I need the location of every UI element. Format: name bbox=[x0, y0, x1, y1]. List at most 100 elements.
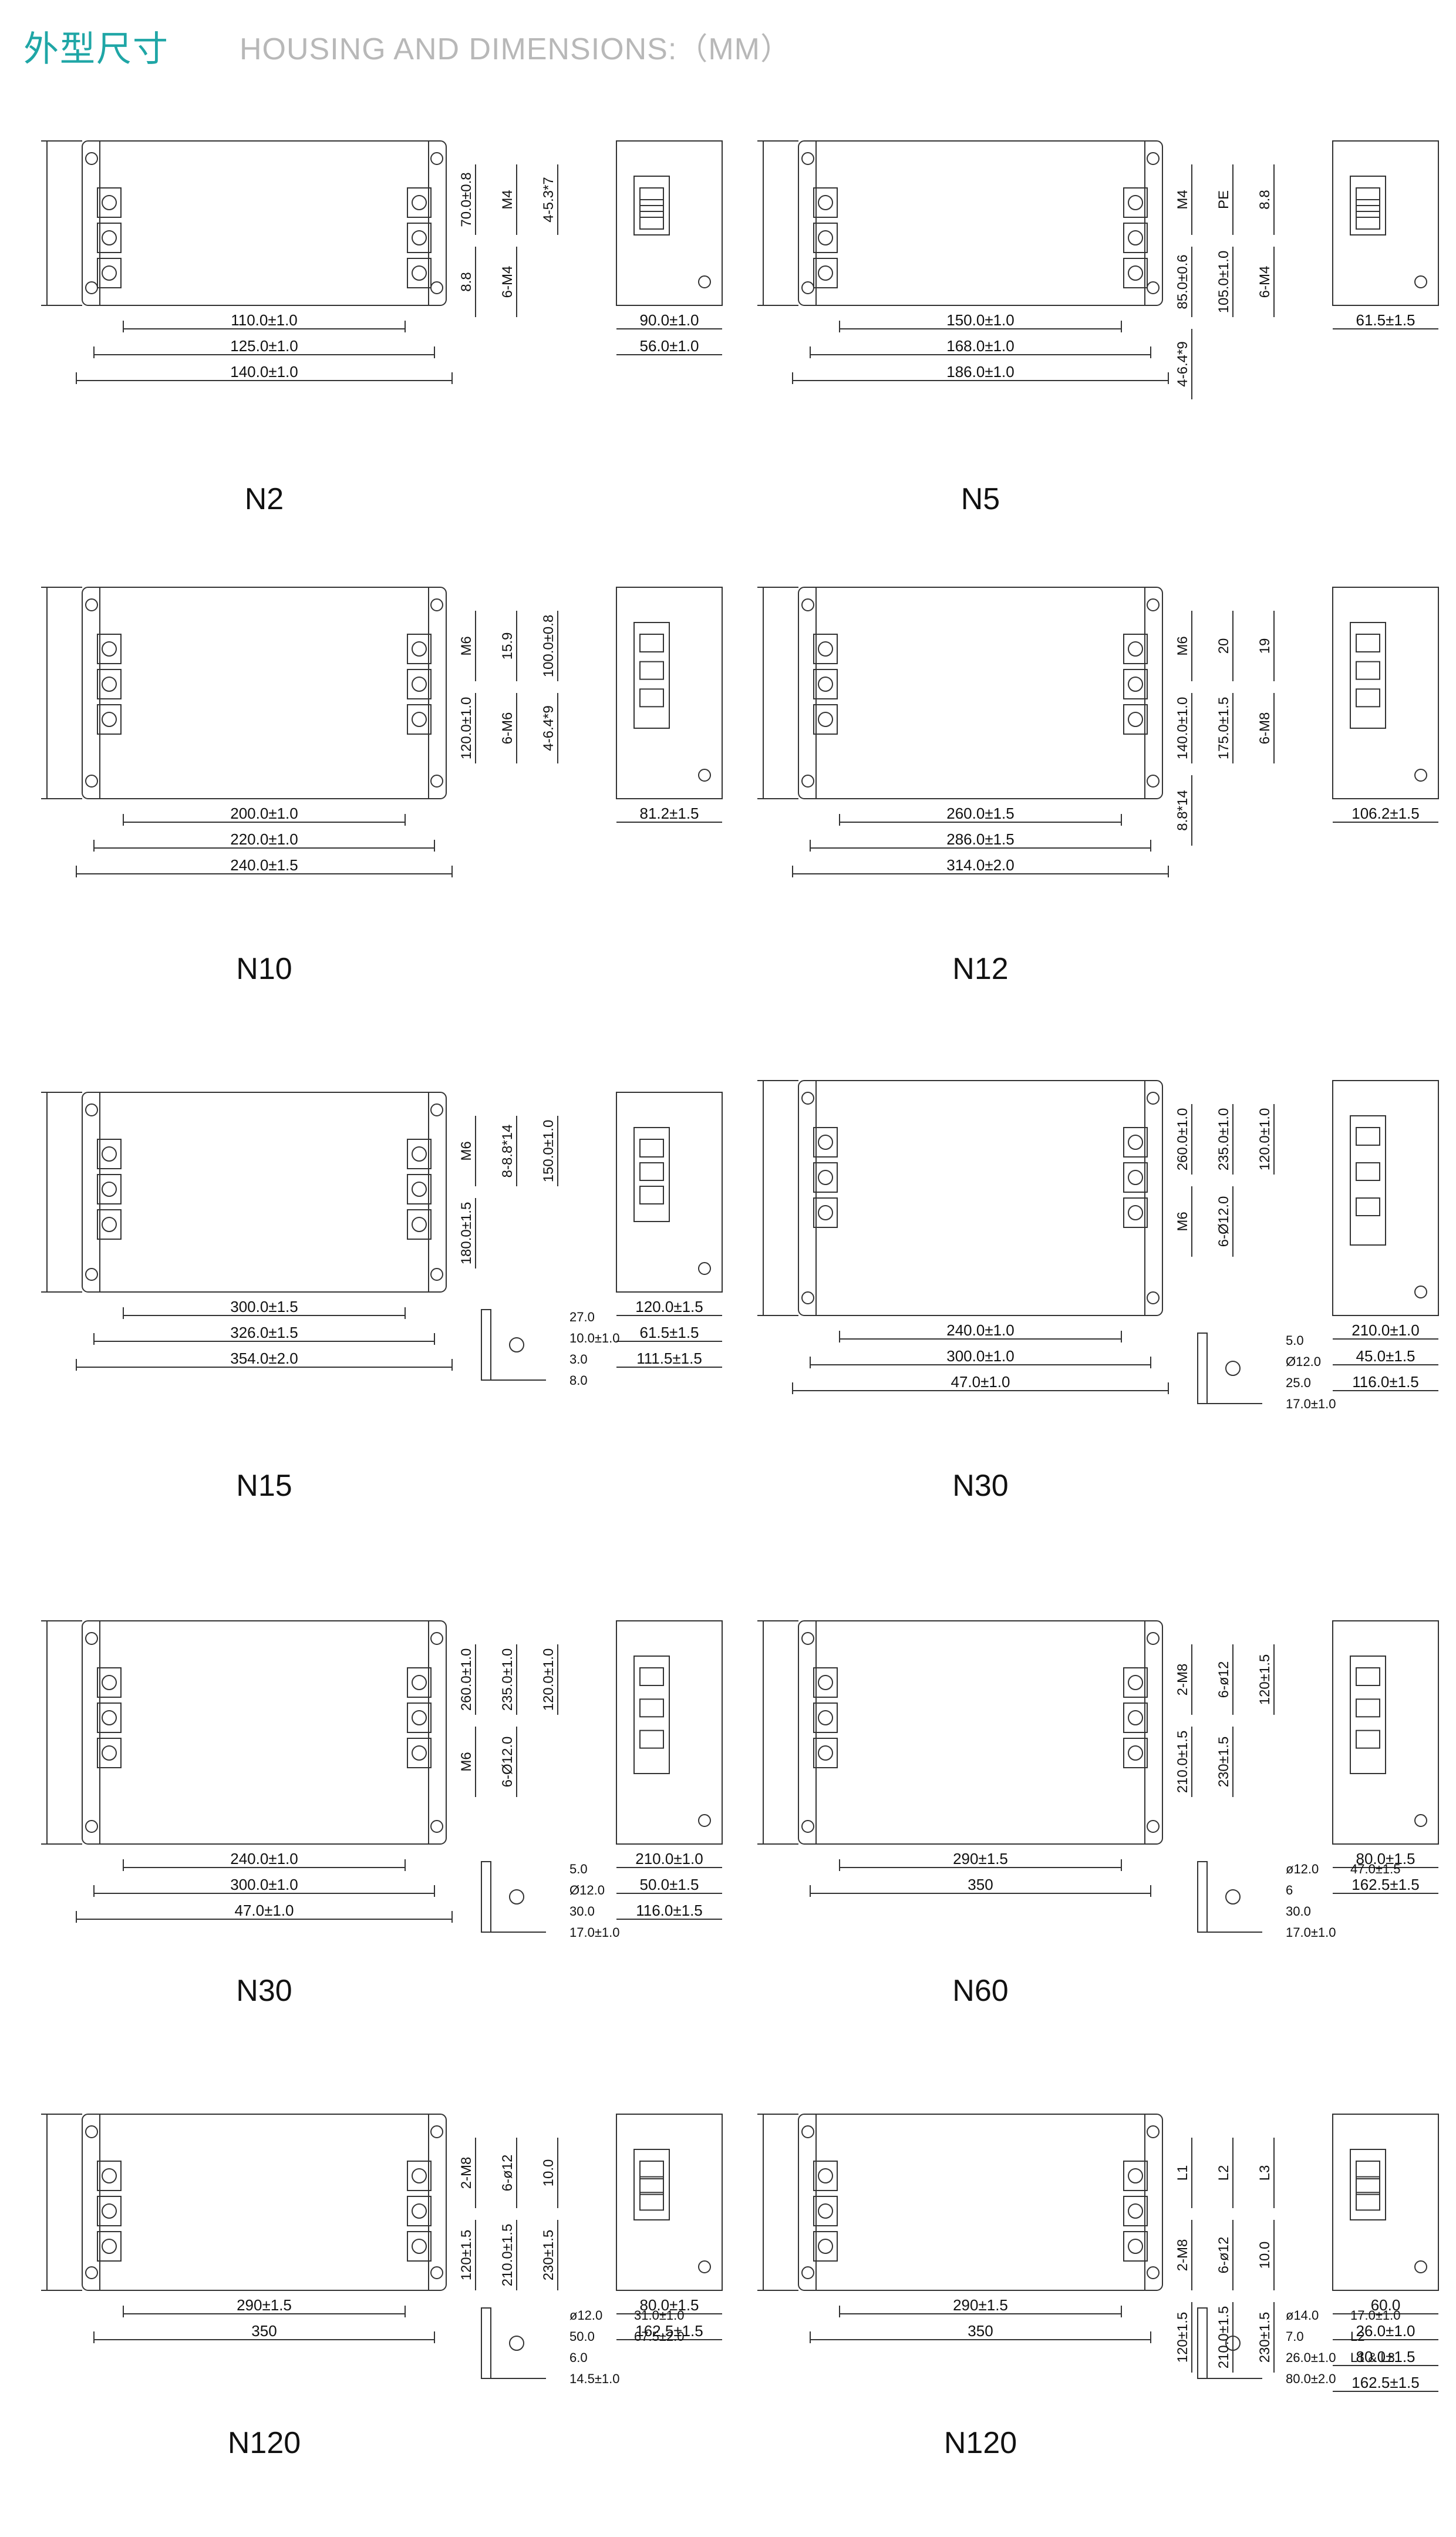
dimension-label: 175.0±1.5 bbox=[1216, 697, 1232, 760]
dimension-label: 140.0±1.0 bbox=[1175, 697, 1191, 760]
dimension-label: 106.2±1.5 bbox=[1351, 805, 1419, 822]
dimension-label: 290±1.5 bbox=[953, 1850, 1008, 1868]
dimension-label: 6-Ø12.0 bbox=[1216, 1196, 1232, 1247]
dimension-label: M6 bbox=[459, 1141, 474, 1160]
dimension-label: 5.0 bbox=[569, 1862, 588, 1876]
dimension-label: 314.0±2.0 bbox=[946, 856, 1014, 874]
dimension-label: 81.2±1.5 bbox=[639, 805, 699, 822]
dimension-label: 240.0±1.0 bbox=[946, 1321, 1014, 1339]
dimension-label: 240.0±1.5 bbox=[230, 856, 298, 874]
dimension-label: 47.0±1.0 bbox=[951, 1373, 1010, 1391]
header-title-en: HOUSING AND DIMENSIONS:（MM） bbox=[240, 32, 791, 66]
dimension-label: 26.0±1.0 bbox=[1356, 2322, 1415, 2340]
dimension-label: 80.0±1.5 bbox=[639, 2296, 699, 2314]
dimension-label: 80.0±1.5 bbox=[1356, 2348, 1415, 2366]
dimension-label: 6 bbox=[1286, 1883, 1293, 1897]
dimension-label: 6-M4 bbox=[1257, 266, 1273, 298]
dimension-label: 47.0±1.0 bbox=[234, 1902, 294, 1919]
dimension-label: M6 bbox=[459, 1752, 474, 1771]
dimension-label: 10.0±1.0 bbox=[569, 1331, 619, 1345]
dimension-label: 14.5±1.0 bbox=[569, 2371, 619, 2386]
dimension-label: 70.0±0.8 bbox=[459, 172, 474, 227]
dimension-label: Ø12.0 bbox=[569, 1883, 605, 1897]
dimension-label: 47.0±1.5 bbox=[1350, 1862, 1400, 1876]
model-label: N30 bbox=[236, 1974, 292, 2008]
dimension-label: 168.0±1.0 bbox=[946, 337, 1014, 355]
dimension-label: 116.0±1.5 bbox=[636, 1902, 703, 1919]
dimension-label: 230±1.5 bbox=[541, 2230, 557, 2281]
dimension-label: 67.5±2.0 bbox=[634, 2329, 684, 2344]
dimension-label: 60.0 bbox=[1371, 2296, 1401, 2314]
dimension-label: 180.0±1.5 bbox=[459, 1202, 474, 1265]
dimension-label: 120.0±1.0 bbox=[459, 697, 474, 760]
dimension-label: 235.0±1.0 bbox=[1216, 1108, 1232, 1171]
dimension-label: 4-6.4*9 bbox=[1175, 341, 1191, 386]
model-label: N10 bbox=[236, 952, 292, 986]
dimension-label: ø12.0 bbox=[1286, 1862, 1319, 1876]
dimension-label: 290±1.5 bbox=[237, 2296, 292, 2314]
dimension-label: 220.0±1.0 bbox=[230, 830, 298, 848]
dimension-label: 6-ø12 bbox=[1216, 2237, 1232, 2274]
dimension-label: 186.0±1.0 bbox=[946, 363, 1014, 381]
dimension-label: 6-M4 bbox=[500, 266, 515, 298]
dimension-label: 354.0±2.0 bbox=[230, 1350, 298, 1367]
dimension-label: 210.0±1.0 bbox=[635, 1850, 703, 1868]
dimension-label: 45.0±1.5 bbox=[1356, 1347, 1415, 1365]
dimension-label: 125.0±1.0 bbox=[230, 337, 298, 355]
dimension-label: 2-M8 bbox=[1175, 1664, 1191, 1696]
dimension-label: 10.0 bbox=[1257, 2242, 1273, 2269]
dimension-label: L2 bbox=[1216, 2165, 1232, 2181]
dimension-label: 350 bbox=[968, 1876, 993, 1893]
model-label: N15 bbox=[236, 1469, 292, 1503]
dimension-label: 290±1.5 bbox=[953, 2296, 1008, 2314]
dimension-label: L1 & L3 bbox=[1350, 2350, 1395, 2365]
dimension-label: 4-6.4*9 bbox=[541, 705, 557, 751]
dimension-label: 210.0±1.5 bbox=[500, 2224, 515, 2287]
dimension-label: 25.0 bbox=[1286, 1375, 1311, 1390]
dimension-label: 120.0±1.0 bbox=[541, 1648, 557, 1711]
dimension-label: 8.8 bbox=[459, 272, 474, 291]
dimension-label: 6-Ø12.0 bbox=[500, 1737, 515, 1788]
dimension-label: 326.0±1.5 bbox=[230, 1324, 298, 1341]
dimension-label: 300.0±1.0 bbox=[946, 1347, 1014, 1365]
dimension-label: 5.0 bbox=[1286, 1333, 1304, 1348]
dimension-label: M4 bbox=[500, 190, 515, 209]
dimension-label: M6 bbox=[1175, 1212, 1191, 1231]
dimension-label: 80.0±1.5 bbox=[1356, 1850, 1415, 1868]
model-label: N60 bbox=[952, 1974, 1009, 2008]
model-label: N12 bbox=[952, 952, 1009, 986]
dimension-label: 85.0±0.6 bbox=[1175, 254, 1191, 309]
dimension-label: 56.0±1.0 bbox=[639, 337, 699, 355]
dimension-label: 286.0±1.5 bbox=[946, 830, 1014, 848]
dimension-label: 17.0±1.0 bbox=[1286, 1925, 1336, 1940]
page-header: 外型尺寸 HOUSING AND DIMENSIONS:（MM） bbox=[23, 16, 791, 75]
dimension-label: 26.0±1.0 bbox=[1286, 2350, 1336, 2365]
model-label: N120 bbox=[227, 2426, 301, 2460]
dimension-label: 240.0±1.0 bbox=[230, 1850, 298, 1868]
model-label: N2 bbox=[244, 482, 284, 516]
dimension-label: 260.0±1.5 bbox=[946, 805, 1014, 822]
model-label: N30 bbox=[952, 1469, 1009, 1503]
dimension-label: 230±1.5 bbox=[1216, 1737, 1232, 1788]
dimension-label: 17.0±1.0 bbox=[569, 1925, 619, 1940]
dimension-label: 120±1.5 bbox=[459, 2230, 474, 2281]
dimension-label: 200.0±1.0 bbox=[230, 805, 298, 822]
dimension-label: 2-M8 bbox=[1175, 2239, 1191, 2272]
dimension-label: 210.0±1.5 bbox=[1175, 1731, 1191, 1794]
dimension-label: L3 bbox=[1257, 2165, 1273, 2181]
dimension-label: 61.5±1.5 bbox=[639, 1324, 699, 1341]
dimension-label: PE bbox=[1216, 190, 1232, 209]
dimension-label: 120±1.5 bbox=[1175, 2312, 1191, 2363]
dimension-label: 10.0 bbox=[541, 2159, 557, 2187]
dimension-label: 6.0 bbox=[569, 2350, 588, 2365]
dimension-label: 300.0±1.5 bbox=[230, 1298, 298, 1315]
dimension-label: 61.5±1.5 bbox=[1356, 311, 1415, 329]
dimension-label: 50.0±1.5 bbox=[639, 1876, 699, 1893]
dimension-label: 7.0 bbox=[1286, 2329, 1304, 2344]
dimension-label: 20 bbox=[1216, 638, 1232, 654]
